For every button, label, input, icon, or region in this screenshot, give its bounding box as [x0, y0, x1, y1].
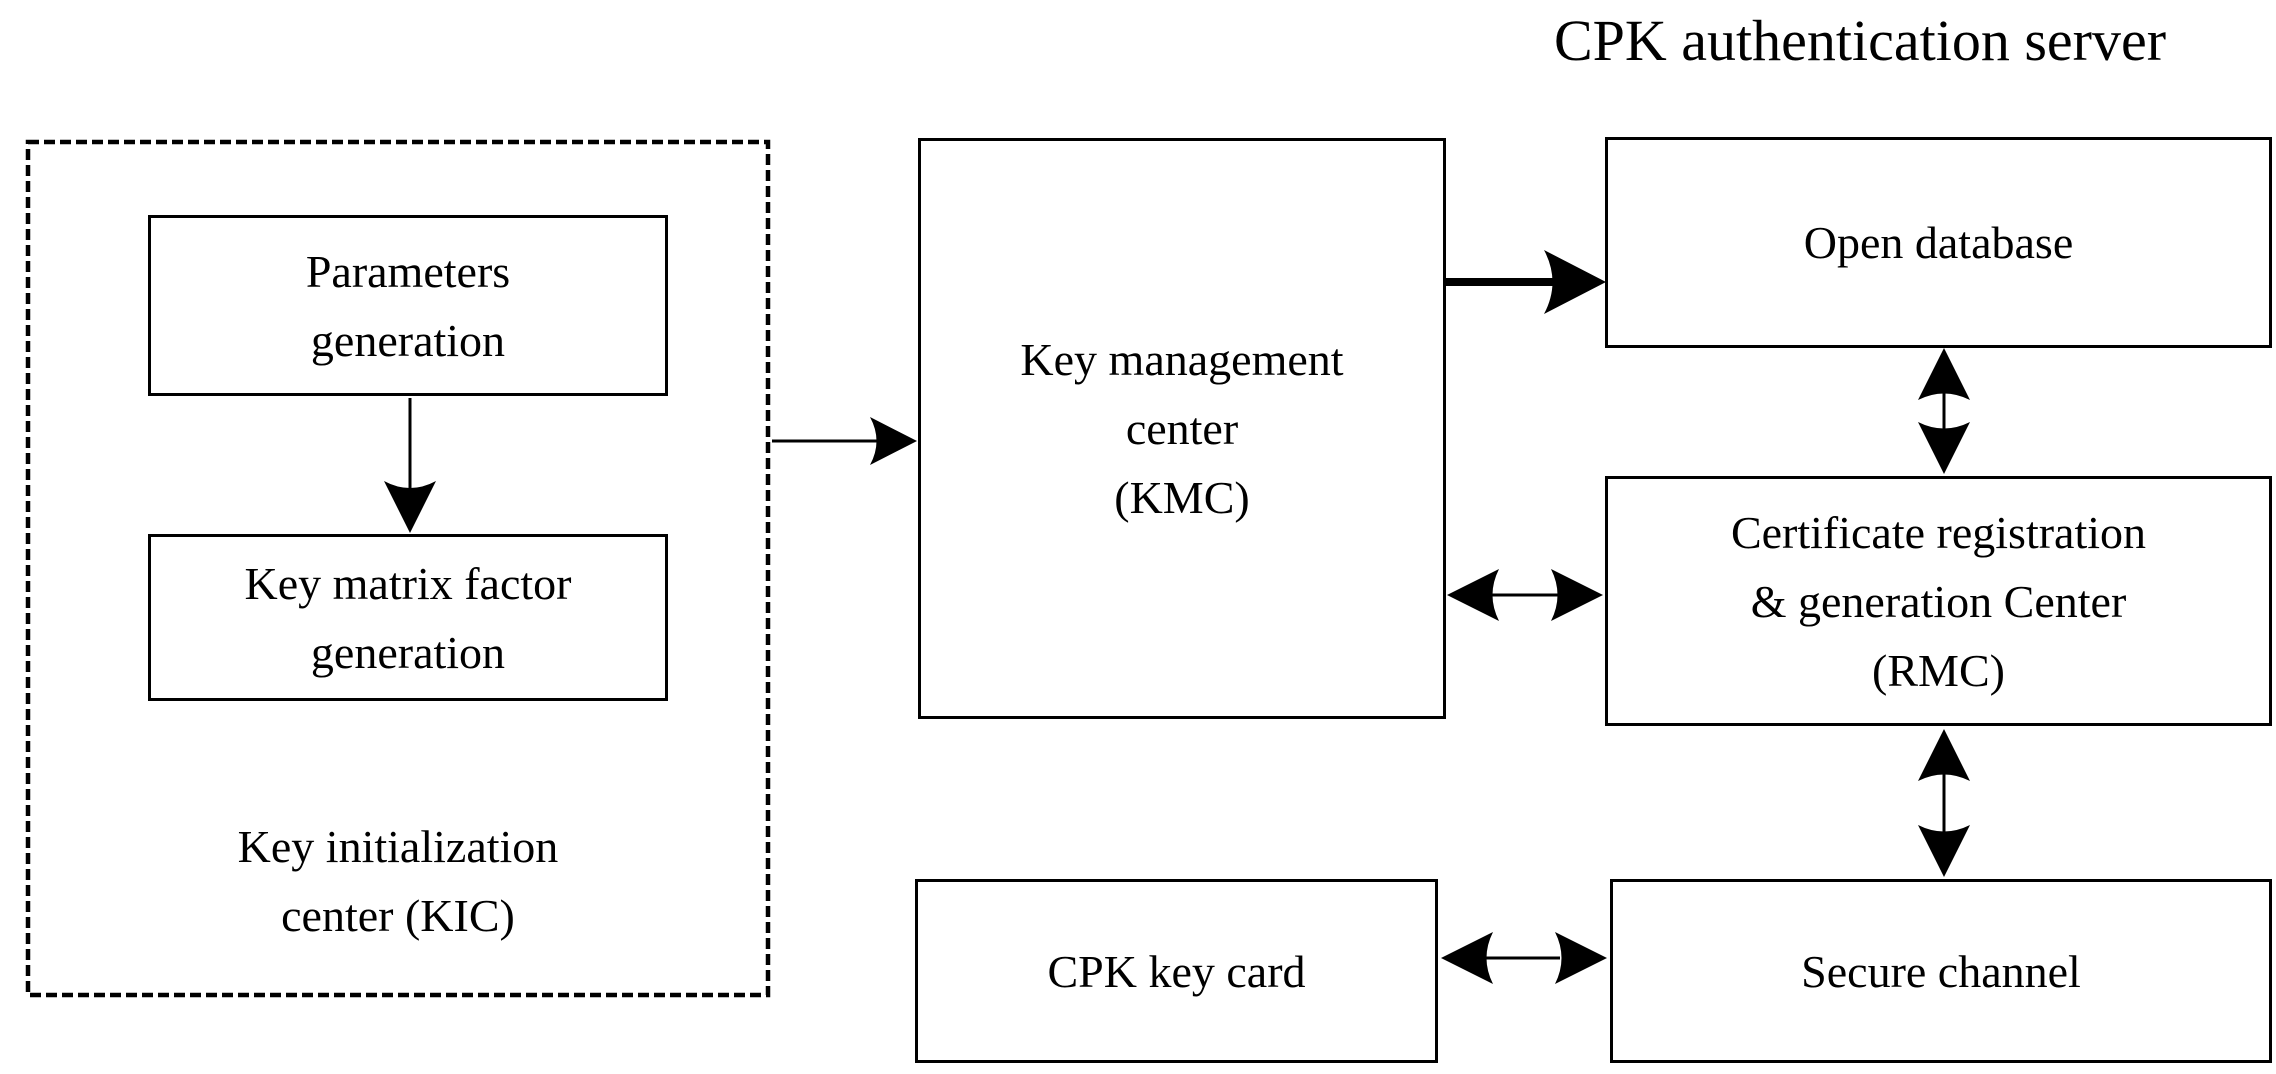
kmc-label-line1: Key management	[1020, 334, 1344, 385]
arrow-kmc-rmc	[1447, 569, 1603, 621]
open-database-box: Open database	[1605, 137, 2272, 348]
arrow-rmc-secure-channel	[1918, 729, 1970, 877]
key-matrix-factor-label-line1: Key matrix factor	[244, 557, 572, 609]
kic-label-line2: center (KIC)	[281, 890, 515, 941]
rmc-label-line3: (RMC)	[1872, 644, 2005, 696]
parameters-generation-label-line2: generation	[310, 314, 506, 366]
open-database-label: Open database	[1803, 217, 2074, 268]
rmc-label-line2: & generation Center	[1750, 575, 2127, 627]
parameters-generation-box: Parameters generation	[148, 215, 668, 396]
key-matrix-factor-generation-box: Key matrix factor generation	[148, 534, 668, 701]
rmc-label-line1: Certificate registration	[1730, 506, 2147, 558]
arrow-parameters-to-key-matrix	[384, 398, 436, 533]
secure-channel-box: Secure channel	[1610, 879, 2272, 1063]
parameters-generation-label-line1: Parameters	[305, 245, 511, 297]
cpk-key-card-box: CPK key card	[915, 879, 1438, 1063]
arrow-open-database-rmc	[1918, 348, 1970, 474]
kmc-label-line2: center	[1125, 403, 1239, 454]
kmc-label-line3: (KMC)	[1114, 472, 1250, 523]
diagram-title: CPK authentication server	[1553, 8, 2167, 73]
rmc-box: Certificate registration & generation Ce…	[1605, 476, 2272, 726]
arrow-kic-to-kmc	[772, 417, 917, 465]
kic-container-label: Key initialization center (KIC)	[26, 812, 770, 950]
kmc-box: Key management center (KMC)	[918, 138, 1446, 719]
kic-label-line1: Key initialization	[237, 821, 559, 872]
cpk-key-card-label: CPK key card	[1047, 945, 1306, 997]
secure-channel-label: Secure channel	[1801, 945, 2081, 997]
arrow-cpk-key-card-secure-channel	[1441, 932, 1607, 984]
arrow-kmc-to-open-database	[1446, 250, 1606, 314]
key-matrix-factor-label-line2: generation	[310, 626, 506, 678]
